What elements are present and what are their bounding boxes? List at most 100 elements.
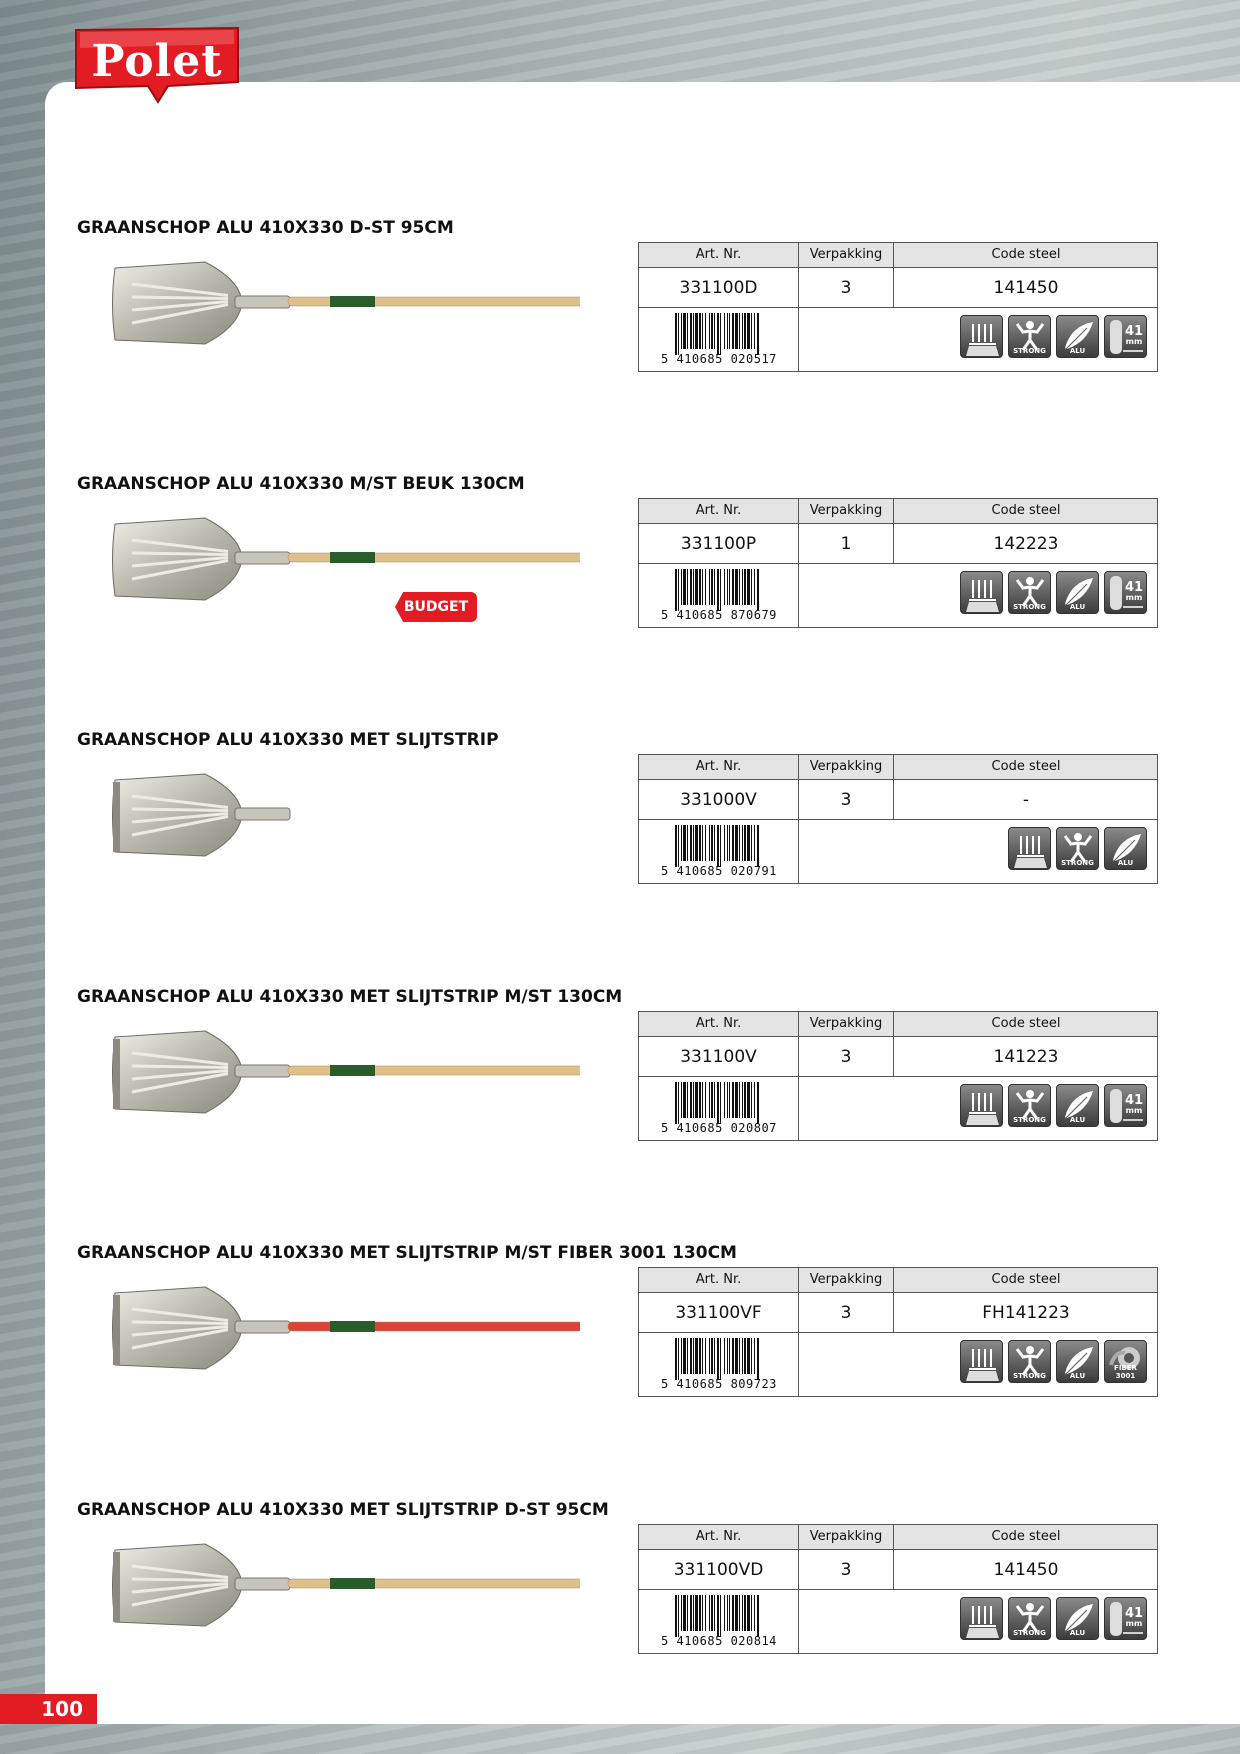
strong-icon: STRONG (1008, 1340, 1051, 1383)
barcode: 5 410685 020791 (661, 825, 789, 881)
code-steel-value: - (1022, 790, 1030, 810)
strong-icon: STRONG (1008, 315, 1051, 358)
barcode-right: 870679 (730, 608, 777, 622)
code-steel-value: 141450 (993, 1560, 1059, 1580)
product-image (110, 1009, 619, 1144)
barcode-number: 5 410685 020807 (661, 1121, 791, 1135)
strong-label: STRONG (1061, 859, 1094, 867)
column-divider (798, 1268, 799, 1396)
column-divider (893, 1268, 894, 1332)
feature-icons: STRONG ALU (1008, 827, 1147, 873)
strong-icon: STRONG (1008, 1084, 1051, 1127)
product-title: GRAANSCHOP ALU 410X330 MET SLIJTSTRIP (77, 730, 499, 750)
header-art-nr: Art. Nr. (695, 1272, 742, 1287)
alu-icon: ALU (1104, 827, 1147, 870)
code-steel-value: 141223 (993, 1047, 1059, 1067)
alu-icon: ALU (1056, 1340, 1099, 1383)
column-divider (893, 1012, 894, 1076)
header-verpakking: Verpakking (809, 759, 883, 774)
product-image (110, 752, 580, 887)
alu-label: ALU (1069, 1116, 1086, 1124)
mm-unit: mm (1126, 1106, 1143, 1115)
column-divider (798, 499, 799, 627)
barcode-number: 5 410685 870679 (661, 608, 791, 622)
logo-shield-icon (75, 26, 239, 104)
barcode-left: 410685 (676, 352, 723, 366)
barcode-right: 020807 (730, 1121, 777, 1135)
strong-icon: STRONG (1008, 571, 1051, 614)
alu-label: ALU (1069, 1629, 1086, 1637)
shovel-image (112, 773, 291, 857)
art-nr-value: 331100D (679, 278, 758, 298)
verpakking-value: 3 (840, 278, 852, 298)
fork-icon (960, 315, 1003, 358)
barcode-bars (675, 569, 759, 611)
product-image (110, 1522, 650, 1657)
product-title: GRAANSCHOP ALU 410X330 MET SLIJTSTRIP M/… (77, 1243, 737, 1263)
barcode-bars (675, 1338, 759, 1380)
verpakking-value: 3 (840, 1560, 852, 1580)
alu-label: ALU (1069, 603, 1086, 611)
barcode-bars (675, 1595, 759, 1637)
header-verpakking: Verpakking (809, 1272, 883, 1287)
barcode-bars (675, 825, 759, 867)
header-verpakking: Verpakking (809, 503, 883, 518)
column-divider (798, 243, 799, 371)
barcode-number: 5 410685 809723 (661, 1377, 791, 1391)
art-nr-value: 331100VD (673, 1560, 764, 1580)
strong-icon: STRONG (1008, 1597, 1051, 1640)
art-nr-value: 331100V (680, 1047, 757, 1067)
product-title: GRAANSCHOP ALU 410X330 D-ST 95CM (77, 218, 454, 238)
barcode: 5 410685 020814 (661, 1595, 789, 1651)
alu-label: ALU (1069, 1372, 1086, 1380)
mm-value: 41 (1125, 324, 1143, 339)
product-image (110, 1265, 629, 1400)
barcode-left: 410685 (676, 1377, 723, 1391)
column-divider (893, 499, 894, 563)
barcode-lead: 5 (661, 1121, 669, 1135)
barcode-lead: 5 (661, 1634, 669, 1648)
column-divider (893, 755, 894, 819)
header-code-steel: Code steel (991, 759, 1061, 774)
shovel-image (112, 1286, 629, 1370)
barcode-lead: 5 (661, 864, 669, 878)
barcode-left: 410685 (676, 1121, 723, 1135)
fork-icon (960, 1597, 1003, 1640)
header-verpakking: Verpakking (809, 247, 883, 262)
brand-logo: Polet (72, 26, 242, 106)
art-nr-value: 331100P (680, 534, 757, 554)
shovel-image (112, 517, 619, 601)
product-section: GRAANSCHOP ALU 410X330 MET SLIJTSTRIP D-… (0, 1500, 1240, 1680)
barcode-number: 5 410685 020791 (661, 864, 791, 878)
barcode-lead: 5 (661, 352, 669, 366)
alu-icon: ALU (1056, 571, 1099, 614)
shovel-image (112, 1030, 619, 1114)
verpakking-value: 3 (840, 1303, 852, 1323)
header-verpakking: Verpakking (809, 1016, 883, 1031)
barcode: 5 410685 809723 (661, 1338, 789, 1394)
barcode-left: 410685 (676, 608, 723, 622)
column-divider (893, 243, 894, 307)
mm-value: 41 (1125, 580, 1143, 595)
product-image (110, 496, 619, 631)
